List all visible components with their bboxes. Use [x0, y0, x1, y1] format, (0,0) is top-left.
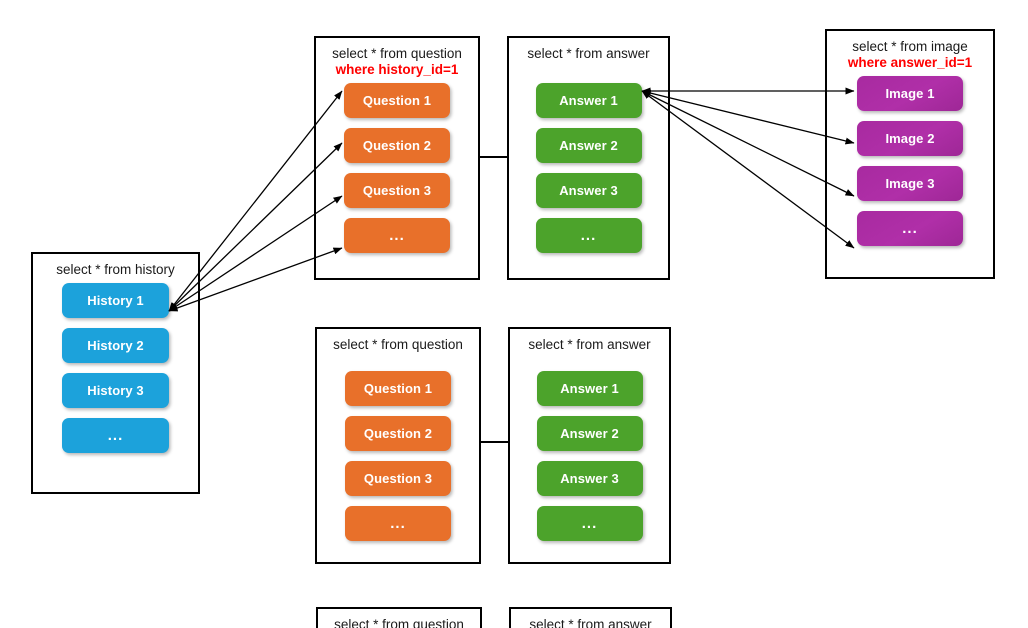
node-question1-1[interactable]: Question 1 — [344, 82, 450, 118]
panel-question-row1-query: select * from question — [332, 46, 462, 61]
node-image1-2[interactable]: Image 2 — [857, 120, 963, 156]
panel-answer-row2-body: Answer 1 Answer 2 Answer 3 ... — [510, 353, 669, 541]
node-question2-2[interactable]: Question 2 — [345, 415, 451, 451]
node-answer2-ellipsis[interactable]: ... — [536, 505, 643, 541]
arrow-answer1-to-image-ellipsis — [641, 90, 855, 249]
node-question2-ellipsis[interactable]: ... — [345, 505, 451, 541]
node-image1-1[interactable]: Image 1 — [857, 75, 963, 111]
node-history-1[interactable]: History 1 — [62, 282, 169, 318]
panel-answer-row3-header: select * from answer — [511, 609, 670, 628]
node-image1-3[interactable]: Image 3 — [857, 165, 963, 201]
panel-image-row1: select * from image where answer_id=1 Im… — [825, 29, 995, 279]
panel-question-row2-header: select * from question — [317, 329, 479, 353]
panel-history-body: History 1 History 2 History 3 ... — [33, 278, 198, 453]
panel-answer-row3: select * from answer Answer 1 Answer 2 A… — [509, 607, 672, 628]
node-history-2[interactable]: History 2 — [62, 327, 169, 363]
panel-history-header: select * from history — [33, 254, 198, 278]
node-question1-ellipsis[interactable]: ... — [344, 217, 450, 253]
node-image1-ellipsis[interactable]: ... — [857, 210, 963, 246]
panel-question-row3-query: select * from question — [334, 617, 464, 628]
panel-answer-row1: select * from answer Answer 1 Answer 2 A… — [507, 36, 670, 280]
arrow-answer1-to-image3 — [641, 90, 855, 197]
panel-image-row1-where: where answer_id=1 — [847, 54, 973, 70]
node-answer1-1[interactable]: Answer 1 — [535, 82, 642, 118]
connector-question2-answer2 — [479, 441, 510, 443]
panel-question-row3: select * from question Question 1 Questi… — [316, 607, 482, 628]
node-question1-3[interactable]: Question 3 — [344, 172, 450, 208]
arrows-answer-to-image — [641, 87, 855, 249]
panel-answer-row1-body: Answer 1 Answer 2 Answer 3 ... — [509, 62, 668, 253]
node-answer2-1[interactable]: Answer 1 — [536, 370, 643, 406]
panel-image-row1-header: select * from image where answer_id=1 — [827, 31, 993, 71]
node-answer1-ellipsis[interactable]: ... — [535, 217, 642, 253]
panel-answer-row2: select * from answer Answer 1 Answer 2 A… — [508, 327, 671, 564]
panel-question-row2: select * from question Question 1 Questi… — [315, 327, 481, 564]
panel-answer-row2-header: select * from answer — [510, 329, 669, 353]
panel-history-query: select * from history — [56, 262, 175, 277]
panel-answer-row2-query: select * from answer — [528, 337, 651, 352]
node-question1-2[interactable]: Question 2 — [344, 127, 450, 163]
node-answer2-2[interactable]: Answer 2 — [536, 415, 643, 451]
panel-question-row2-body: Question 1 Question 2 Question 3 ... — [317, 353, 479, 541]
panel-question-row1-where: where history_id=1 — [335, 61, 459, 77]
panel-history: select * from history History 1 History … — [31, 252, 200, 494]
panel-question-row1-body: Question 1 Question 2 Question 3 ... — [316, 78, 478, 253]
panel-answer-row3-query: select * from answer — [529, 617, 652, 628]
node-question2-1[interactable]: Question 1 — [345, 370, 451, 406]
node-answer1-2[interactable]: Answer 2 — [535, 127, 642, 163]
node-answer2-3[interactable]: Answer 3 — [536, 460, 643, 496]
node-question2-3[interactable]: Question 3 — [345, 460, 451, 496]
panel-image-row1-query: select * from image — [852, 39, 968, 54]
node-answer1-3[interactable]: Answer 3 — [535, 172, 642, 208]
node-history-3[interactable]: History 3 — [62, 372, 169, 408]
connector-question1-answer1 — [478, 156, 509, 158]
panel-answer-row1-query: select * from answer — [527, 46, 650, 61]
panel-image-row1-body: Image 1 Image 2 Image 3 ... — [827, 71, 993, 246]
panel-answer-row1-header: select * from answer — [509, 38, 668, 62]
arrow-answer1-to-image2 — [641, 89, 855, 145]
node-history-ellipsis[interactable]: ... — [62, 417, 169, 453]
panel-question-row1: select * from question where history_id=… — [314, 36, 480, 280]
panel-question-row3-header: select * from question — [318, 609, 480, 628]
panel-question-row1-header: select * from question where history_id=… — [316, 38, 478, 78]
panel-question-row2-query: select * from question — [333, 337, 463, 352]
